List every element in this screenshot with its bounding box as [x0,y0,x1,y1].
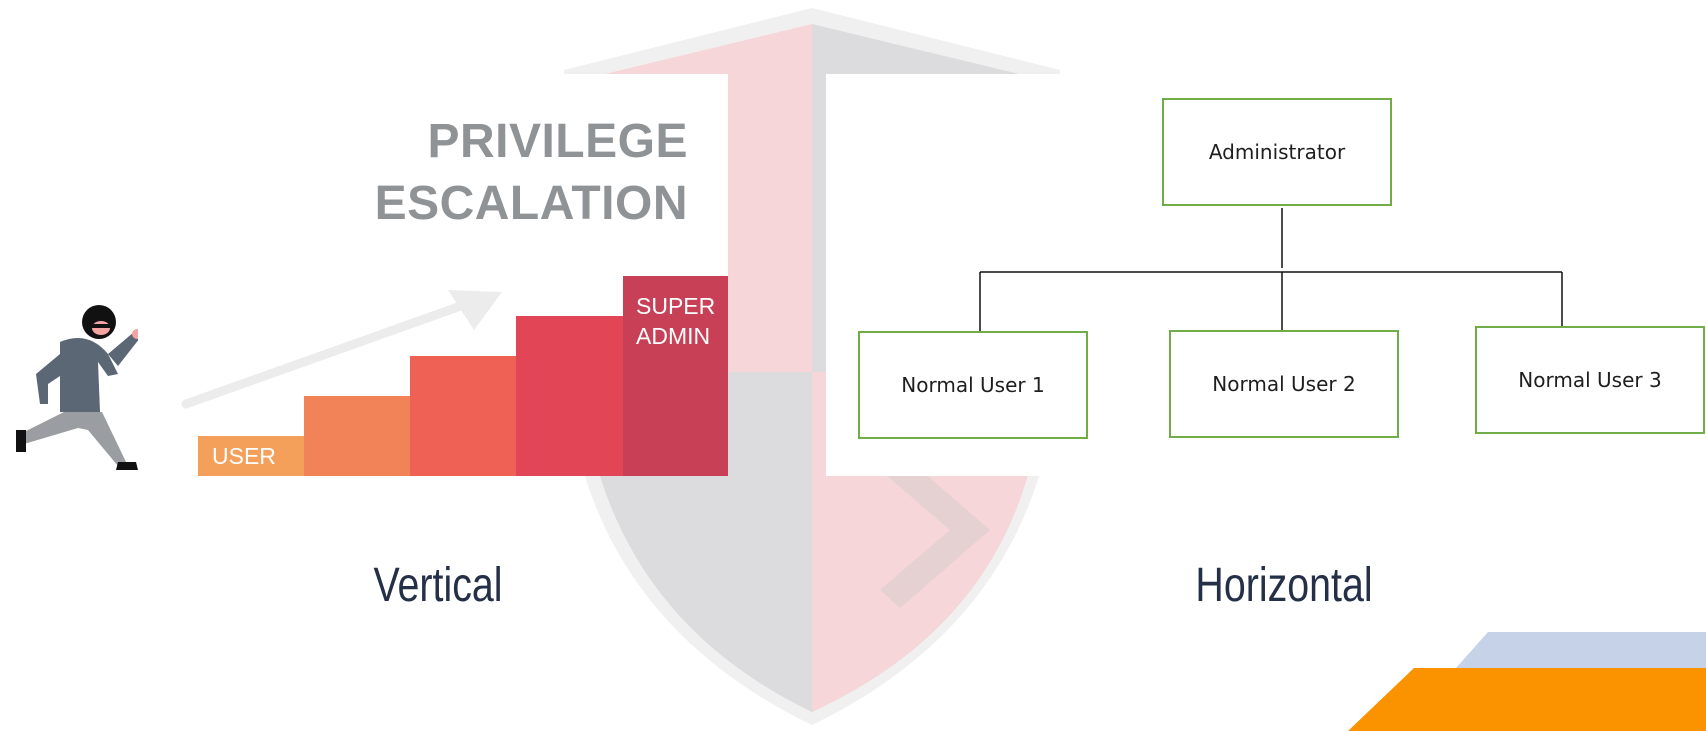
step-user [198,436,304,476]
vertical-caption: Vertical [373,559,503,612]
administrator-node: Administrator [1162,98,1392,206]
escalation-title-line1: PRIVILEGE [427,115,688,168]
escalation-arrow-icon [181,290,502,409]
step-super-admin [623,276,728,476]
vertical-escalation-panel: PRIVILEGE ESCALATION USER SUPER ADMIN [0,74,728,476]
corner-accent [1348,632,1706,731]
horizontal-caption: Horizontal [1195,559,1373,612]
escalation-title-line2: ESCALATION [374,177,688,230]
normal-user-3-node: Normal User 3 [1475,326,1705,434]
org-chart-connectors [979,208,1563,332]
normal-user-2-node: Normal User 2 [1169,330,1399,438]
horizontal-escalation-panel: Administrator Normal User 1 Normal User … [826,74,1706,476]
normal-user-1-node: Normal User 1 [858,331,1088,439]
step-2 [304,396,410,476]
attacker-figure-icon [16,305,138,470]
super-admin-label-line1: SUPER [636,293,716,319]
step-4 [516,316,623,476]
step-3 [410,356,516,476]
super-admin-label-line2: ADMIN [636,323,711,349]
user-label: USER [212,443,276,469]
